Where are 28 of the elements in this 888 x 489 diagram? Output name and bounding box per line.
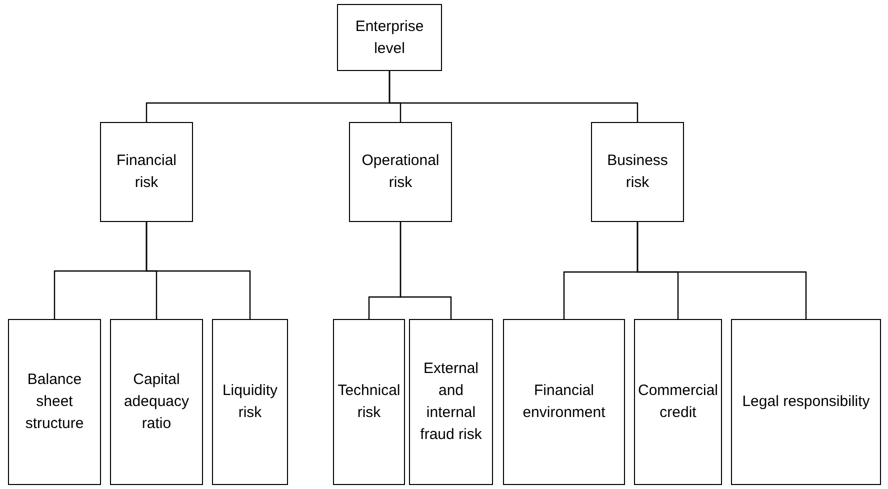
box-label: Legal responsibility [742,392,870,412]
box-label: Technical risk [336,381,402,423]
box [8,319,101,485]
box [409,319,493,485]
box-label: Financial environment [522,381,606,423]
box [634,319,722,485]
box [591,122,684,222]
box [333,319,405,485]
box-label: Liquidity risk [221,381,279,423]
box [212,319,288,485]
box [337,4,442,71]
connector-line [400,222,452,319]
box-label: Balance sheet structure [24,370,85,434]
box [731,319,881,485]
box [503,319,625,485]
box [100,122,193,222]
connector-line [388,71,638,122]
connector-line [146,222,251,319]
box [349,122,452,222]
box-label: External and internal fraud risk [419,359,483,445]
box-label: Commercial credit [637,381,719,423]
box-label: Financial risk [115,151,178,193]
connector-line [636,222,807,319]
box-label: Capital adequacy ratio [122,370,190,434]
box-label: Business risk [606,151,669,193]
box [110,319,203,485]
box-label: Operational risk [360,151,440,193]
box-label: Enterprise level [354,16,425,58]
